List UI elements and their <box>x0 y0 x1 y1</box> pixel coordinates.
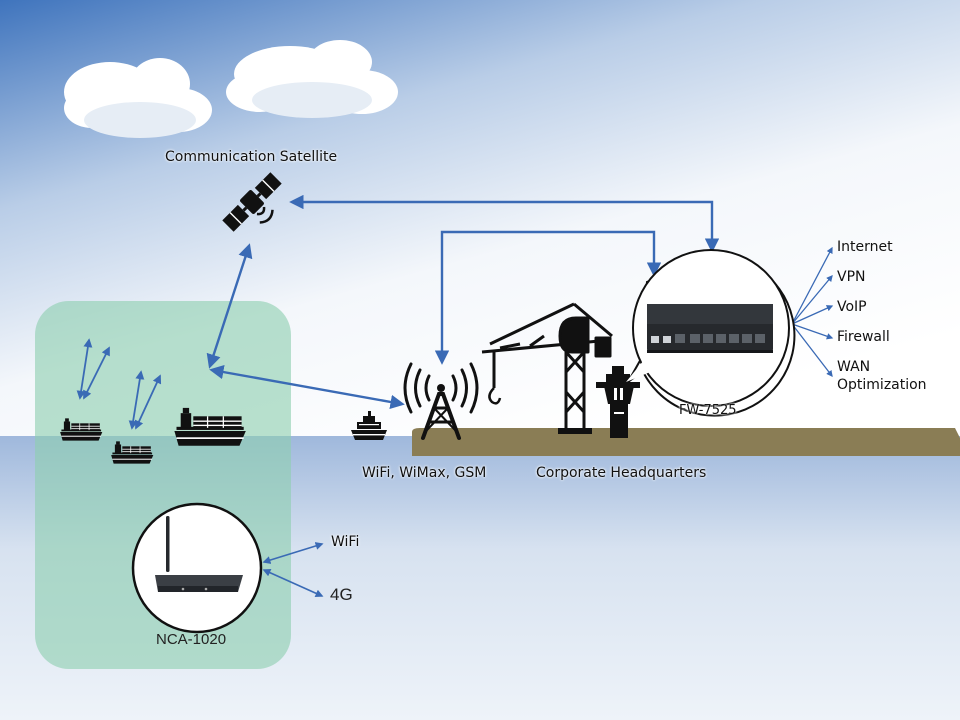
link-service-vpn <box>791 275 833 325</box>
control-tower-icon <box>596 366 640 438</box>
link-satellite-fw <box>289 194 720 253</box>
cell-tower-icon <box>403 362 479 440</box>
cloud-icon <box>64 58 212 138</box>
network-appliance-icon <box>647 304 773 353</box>
link-service-voip <box>791 305 834 325</box>
link-ship-a2 <box>83 346 110 400</box>
link-nca-wifi <box>262 542 324 564</box>
ship-icon <box>351 411 387 440</box>
link-tower-fw <box>434 230 662 365</box>
link-satellite-fleet <box>206 243 253 369</box>
fw-device-label: FW-7525 <box>679 403 737 418</box>
link-nca-4g <box>262 568 324 598</box>
service-vpn: VPN <box>837 269 866 285</box>
satellite-label: Communication Satellite <box>165 149 338 165</box>
nca-device-label: NCA-1020 <box>156 631 227 648</box>
tower-label: WiFi, WiMax, GSM <box>362 465 487 481</box>
service-wan-optimization: WAN Optimization <box>837 359 927 393</box>
wifi-link-label: WiFi <box>331 534 360 550</box>
nca-bubble <box>131 502 263 634</box>
router-icon <box>155 516 243 592</box>
cloud-icon <box>226 40 398 118</box>
link-service-wan <box>791 323 833 378</box>
headquarters-label: Corporate Headquarters <box>536 465 707 481</box>
link-service-internet <box>791 246 833 325</box>
crane-icon <box>481 302 613 434</box>
service-firewall: Firewall <box>837 329 890 345</box>
service-voip: VoIP <box>837 299 867 315</box>
cell-link-label: 4G <box>330 585 353 604</box>
link-service-firewall <box>791 323 834 340</box>
service-internet: Internet <box>837 239 893 255</box>
link-fleet-tower <box>209 364 405 410</box>
satellite-icon <box>222 172 282 232</box>
land <box>412 428 960 456</box>
link-ship-b2 <box>134 374 162 430</box>
